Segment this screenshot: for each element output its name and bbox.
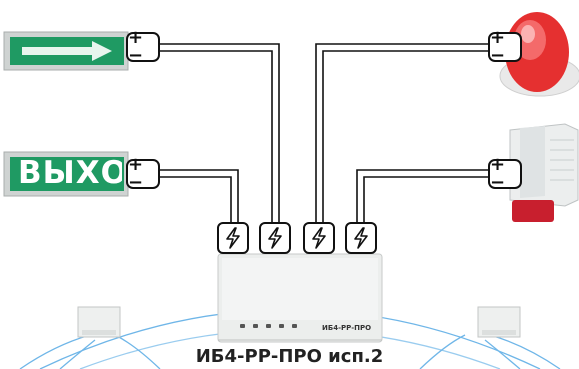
lightning-icon: [312, 227, 326, 249]
repeater-right: [477, 306, 521, 338]
device-caption: ИБ4-РР-ПРО исп.2: [195, 346, 384, 367]
bolt-output-4: [345, 222, 377, 254]
bolt-output-1: [217, 222, 249, 254]
terminal-sounder: +−: [488, 156, 522, 192]
terminal-strobe: +−: [488, 29, 522, 65]
lightning-icon: [268, 227, 282, 249]
radio-arc-right-c: [419, 334, 466, 369]
sounder-box: [509, 123, 579, 222]
bolt-output-2: [259, 222, 291, 254]
receiver-device: [217, 253, 383, 343]
lightning-icon: [226, 227, 240, 249]
terminal-arrow-sign: +−: [126, 29, 160, 65]
exit-arrow-sign: [3, 31, 129, 71]
lightning-icon: [354, 227, 368, 249]
radio-arc-right-b: [484, 339, 521, 369]
exit-sign-text: ВЫХОД: [18, 155, 122, 191]
terminal-exit-sign: +−: [126, 156, 160, 192]
arrow-icon: [22, 41, 112, 61]
repeater-left: [77, 306, 121, 338]
exit-text-sign: [3, 151, 129, 197]
bolt-output-3: [303, 222, 335, 254]
strobe-siren: [499, 12, 579, 97]
wires: [160, 43, 488, 222]
sounder-red-base: [512, 200, 554, 222]
radio-arc-left-b: [59, 339, 96, 369]
device-label: ИБ4-РР-ПРО: [322, 324, 372, 332]
